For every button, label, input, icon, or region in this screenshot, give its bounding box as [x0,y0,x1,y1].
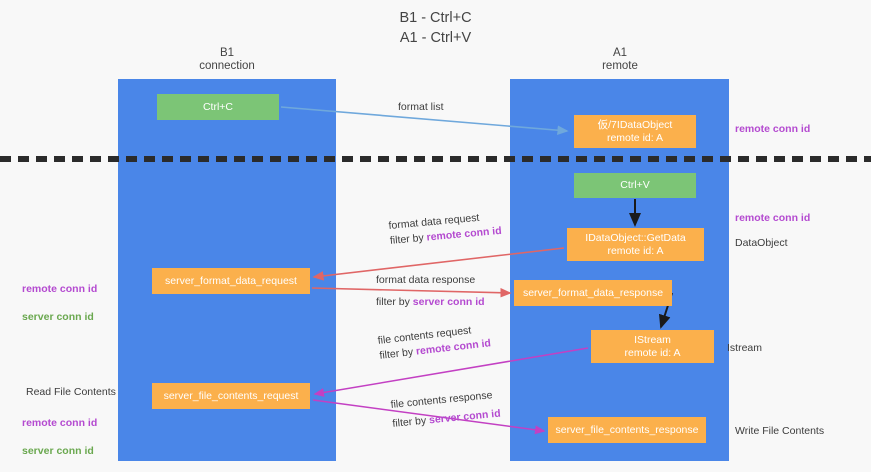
edge-label-format-data-response: format data response filter by server co… [376,273,485,310]
node-server-format-data-response[interactable]: server_format_data_response [514,280,672,306]
page-title: B1 - Ctrl+C A1 - Ctrl+V [399,10,472,46]
node-server-file-contents-request[interactable]: server_file_contents_request [152,383,310,409]
annotation-write-file-contents: Write File Contents [735,425,825,437]
arrow-format-list [280,106,569,135]
node-istream[interactable]: IStream remote id: A [591,330,714,363]
swimlane-header-b1: B1 connection [199,47,255,72]
filter-prefix: filter by [389,231,428,247]
node-idataobject[interactable]: 仮/7IDataObject remote id: A [574,115,696,148]
annotation-remote-conn-id: remote conn id [22,283,98,295]
annotation-dataobject: DataObject [735,237,788,249]
annotation-left-conn-ids-2: remote conn id server conn id [22,402,97,472]
edge-label-line-filter: filter by server conn id [376,295,485,310]
annotation-remote-conn-id-top: remote conn id [735,123,811,135]
annotation-server-conn-id-2: server conn id [22,445,94,457]
arrow-file-contents-request [313,347,589,397]
annotation-remote-conn-id-mid: remote conn id [735,212,811,224]
annotation-istream: Istream [727,342,763,354]
filter-key-server-conn-id: server conn id [412,296,485,308]
node-ctrl-c[interactable]: Ctrl+C [157,94,279,120]
arrow-format-data-response [311,287,512,298]
phase-divider [0,156,871,162]
edge-label-format-list: format list [398,101,444,113]
swimlane-header-a1: A1 remote [602,47,638,72]
node-idataobject-getdata[interactable]: IDataObject::GetData remote id: A [567,228,704,261]
filter-prefix: filter by [378,345,417,362]
node-server-file-contents-response[interactable]: server_file_contents_response [548,417,706,443]
filter-prefix: filter by [376,296,413,308]
arrow-file-contents-response [312,399,546,435]
annotation-server-conn-id: server conn id [22,311,94,323]
annotation-remote-conn-id-2: remote conn id [22,417,98,429]
edge-label-line-primary: format data response [376,274,476,286]
annotation-read-file-contents: Read File Contents [26,386,116,398]
node-server-format-data-request[interactable]: server_format_data_request [152,268,310,294]
node-ctrl-v[interactable]: Ctrl+V [574,173,696,198]
annotation-left-conn-ids: remote conn id server conn id [22,268,97,338]
arrow-format-data-request [312,247,565,281]
filter-prefix: filter by [391,414,430,430]
